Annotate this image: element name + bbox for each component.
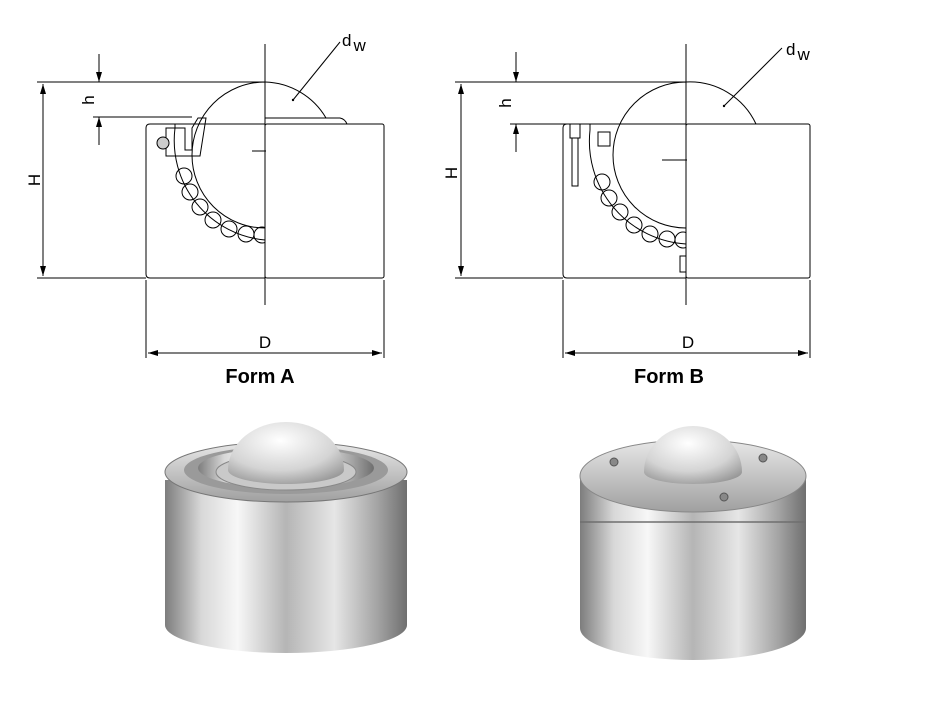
main-ball-section xyxy=(191,81,266,229)
form-b-caption: Form B xyxy=(634,366,704,388)
h-label-a: h xyxy=(79,95,98,104)
support-balls xyxy=(593,173,686,249)
support-balls xyxy=(175,167,265,244)
D-label-b: D xyxy=(682,333,694,352)
H-label-a: H xyxy=(25,174,44,186)
H-label-b: H xyxy=(442,167,461,179)
h-label-b: h xyxy=(496,98,515,107)
form-b-photo xyxy=(579,426,807,660)
D-label-a: D xyxy=(259,333,271,352)
form-a-photo xyxy=(164,422,408,653)
form-a-caption: Form A xyxy=(225,366,294,388)
